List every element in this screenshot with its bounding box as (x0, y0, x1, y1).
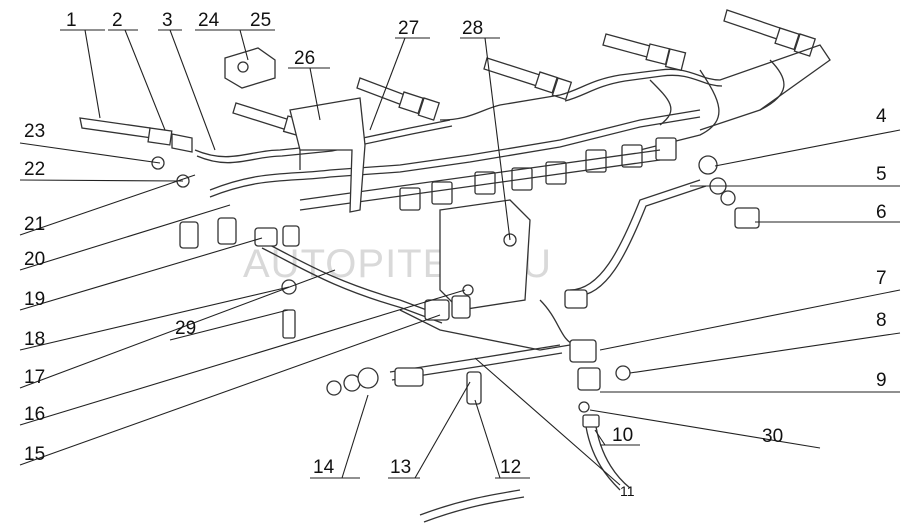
fittings (179, 207, 760, 428)
injector-far-right (723, 9, 817, 57)
callout-27: 27 (398, 18, 419, 39)
callout-14: 14 (313, 457, 335, 478)
callout-11: 11 (620, 483, 635, 499)
callout-3: 3 (162, 10, 173, 31)
callout-2: 2 (112, 10, 123, 31)
callout-labels: 1 2 3 24 25 26 27 28 23 22 21 20 19 18 1… (24, 10, 887, 499)
callout-19: 19 (24, 289, 45, 310)
injector-top-right (602, 33, 687, 72)
leader-lines (19, 29, 901, 486)
callout-15: 15 (24, 444, 45, 465)
callout-25: 25 (250, 10, 271, 31)
callout-6: 6 (876, 202, 887, 223)
callout-30: 30 (762, 426, 783, 447)
callout-26: 26 (294, 48, 315, 69)
plate-28 (439, 199, 531, 311)
injector-top-center (483, 57, 573, 101)
callout-28: 28 (462, 18, 483, 39)
callout-4: 4 (876, 106, 887, 127)
callout-13: 13 (390, 457, 411, 478)
callout-24: 24 (198, 10, 220, 31)
callout-21: 21 (24, 214, 45, 235)
fuel-pipe-assembly-drawing (79, 9, 831, 523)
callout-12: 12 (500, 457, 521, 478)
callout-20: 20 (24, 249, 45, 270)
callout-10: 10 (612, 425, 633, 446)
callout-22: 22 (24, 159, 45, 180)
injector-left (79, 117, 193, 153)
callout-17: 17 (24, 367, 45, 388)
callout-18: 18 (24, 329, 45, 350)
callout-7: 7 (876, 268, 887, 289)
bracket-24-25 (224, 47, 276, 89)
callout-8: 8 (876, 310, 887, 331)
callout-16: 16 (24, 404, 45, 425)
injector-top-mid (356, 77, 441, 121)
callout-23: 23 (24, 121, 45, 142)
callout-29: 29 (175, 318, 196, 339)
callout-5: 5 (876, 164, 887, 185)
callout-1: 1 (66, 10, 77, 31)
bracket-26 (289, 97, 366, 213)
callout-9: 9 (876, 370, 887, 391)
